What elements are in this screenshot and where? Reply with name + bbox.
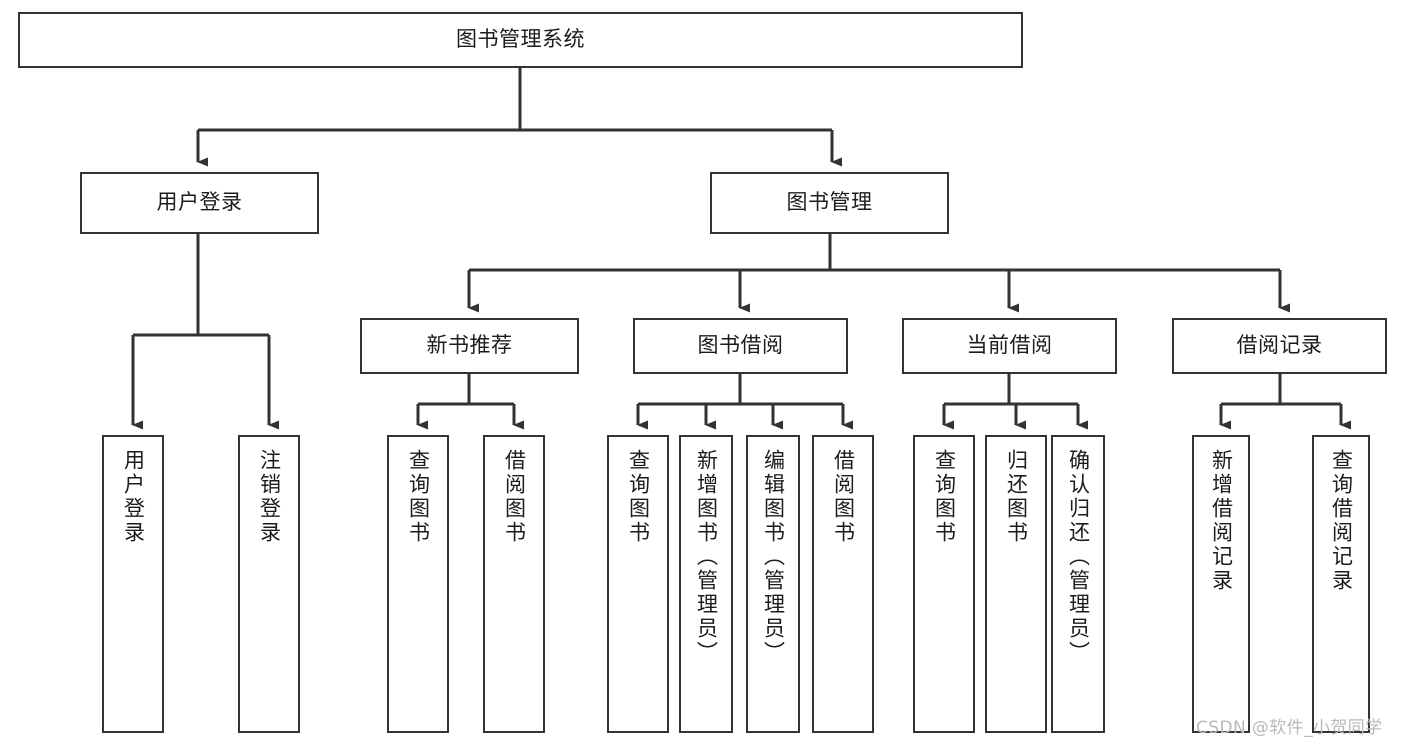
node-label: 图书管理系统 [456, 27, 585, 52]
node-label: 用户登录 [156, 190, 243, 215]
node-leaf-query-borrow-record[interactable]: 查询借阅记录 [1312, 435, 1370, 733]
node-leaf-borrow-book-1[interactable]: 借阅图书 [483, 435, 545, 733]
node-leaf-query-book-1[interactable]: 查询图书 [387, 435, 449, 733]
node-user-login[interactable]: 用户登录 [80, 172, 319, 234]
node-label: 图书借阅 [697, 333, 784, 358]
node-label: 查询图书 [626, 449, 651, 545]
connector-userlogin-to-leaves [131, 234, 279, 430]
node-label: 新增借阅记录 [1209, 449, 1234, 593]
node-label: 查询图书 [932, 449, 957, 545]
node-label: 图书管理 [786, 190, 873, 215]
node-leaf-user-logout[interactable]: 注销登录 [238, 435, 300, 733]
node-label: 借阅记录 [1236, 333, 1323, 358]
node-label: 当前借阅 [966, 333, 1053, 358]
node-label: 借阅图书 [831, 449, 856, 545]
node-borrow-record[interactable]: 借阅记录 [1172, 318, 1387, 374]
connector-newbook-to-leaves [416, 374, 524, 430]
node-current-borrow[interactable]: 当前借阅 [902, 318, 1117, 374]
node-label: 编辑图书（管理员） [761, 449, 786, 665]
node-new-book-recommend[interactable]: 新书推荐 [360, 318, 579, 374]
connector-bookmanagement-to-level3 [467, 234, 1290, 313]
node-label: 注销登录 [257, 449, 282, 545]
node-label: 确认归还（管理员） [1066, 449, 1091, 665]
node-root-system[interactable]: 图书管理系统 [18, 12, 1023, 68]
node-label: 用户登录 [121, 449, 146, 545]
node-leaf-edit-book[interactable]: 编辑图书（管理员） [746, 435, 800, 733]
node-label: 查询借阅记录 [1329, 449, 1354, 593]
node-label: 查询图书 [406, 449, 431, 545]
node-label: 归还图书 [1004, 449, 1029, 545]
node-book-borrow[interactable]: 图书借阅 [633, 318, 848, 374]
node-label: 新书推荐 [426, 333, 513, 358]
connector-root-to-level2 [196, 68, 842, 167]
connector-currentborrow-to-leaves [942, 374, 1088, 430]
node-label: 借阅图书 [502, 449, 527, 545]
node-leaf-add-borrow-record[interactable]: 新增借阅记录 [1192, 435, 1250, 733]
connector-borrowrecord-to-leaves [1219, 374, 1351, 430]
node-leaf-add-book[interactable]: 新增图书（管理员） [679, 435, 733, 733]
node-leaf-confirm-return[interactable]: 确认归还（管理员） [1051, 435, 1105, 733]
watermark-text: CSDN @软件_小贺同学 [1196, 718, 1383, 738]
node-leaf-query-book-2[interactable]: 查询图书 [607, 435, 669, 733]
node-leaf-user-login[interactable]: 用户登录 [102, 435, 164, 733]
node-leaf-query-book-3[interactable]: 查询图书 [913, 435, 975, 733]
connector-bookborrow-to-leaves [636, 374, 853, 430]
node-leaf-borrow-book-2[interactable]: 借阅图书 [812, 435, 874, 733]
node-leaf-return-book[interactable]: 归还图书 [985, 435, 1047, 733]
node-label: 新增图书（管理员） [694, 449, 719, 665]
node-book-management[interactable]: 图书管理 [710, 172, 949, 234]
